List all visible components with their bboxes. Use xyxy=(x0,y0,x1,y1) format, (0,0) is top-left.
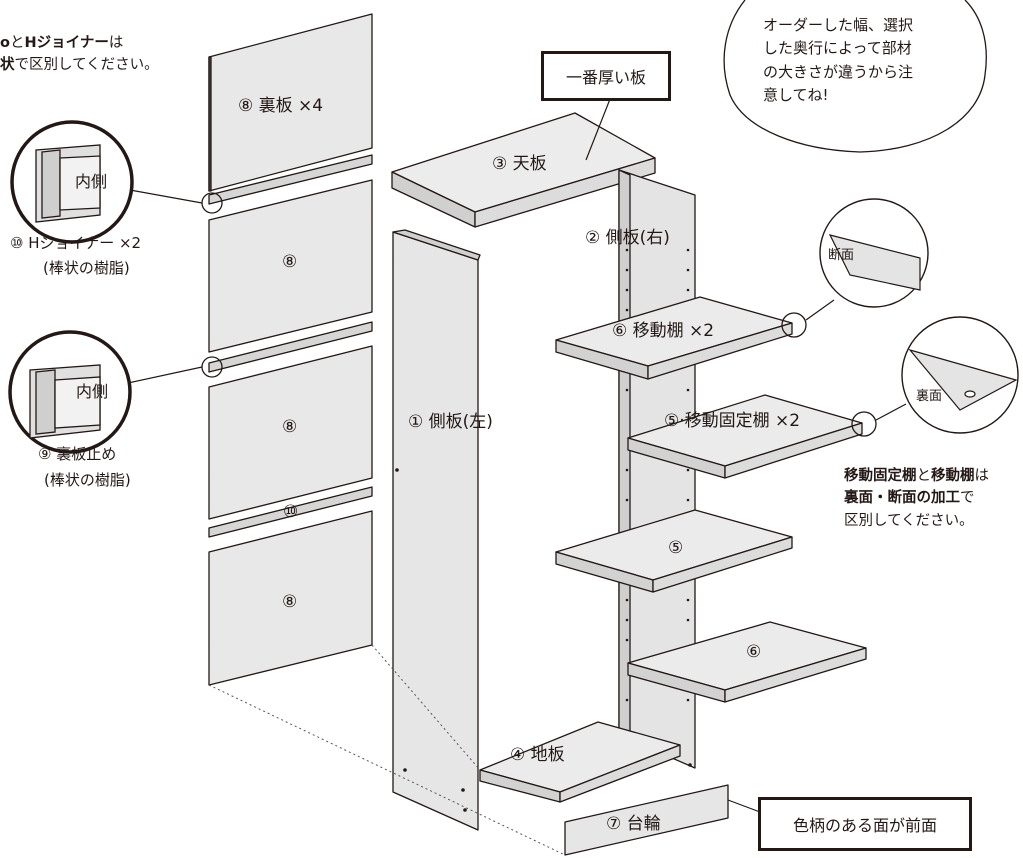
stopper-material: (棒状の樹脂) xyxy=(44,471,131,489)
stopper-inner-label: 内側 xyxy=(76,382,109,401)
joiner-strip-2 xyxy=(208,486,373,538)
base-board-label: ⑦ 台輪 xyxy=(606,814,661,834)
stopper-profile xyxy=(29,364,101,439)
guide-lines xyxy=(208,644,566,856)
back-panel-label-2: ⑧ xyxy=(282,252,298,272)
fixed-shelf-label: ⑤·移動固定棚 ×2 xyxy=(664,411,801,431)
top-board-label: ③ 天板 xyxy=(492,154,547,174)
shelf-distinction-note: 移動固定棚と移動棚は 裏面・断面の加工で 区別してください。 xyxy=(844,468,989,529)
front-face-callout: 色柄のある面が前面 xyxy=(758,797,972,851)
joiner-inner-label: 内側 xyxy=(75,172,108,191)
left-side-panel xyxy=(392,231,479,831)
left-side-label: ① 側板(左) xyxy=(408,412,493,432)
thickest-board-callout: 一番厚い板 xyxy=(541,51,671,101)
back-face-label: 裏面 xyxy=(916,389,943,404)
back-panel-label: ⑧ 裏板 ×4 xyxy=(238,96,324,116)
joiner-profile xyxy=(35,144,101,223)
stopper-strip xyxy=(208,321,373,373)
back-panel-2 xyxy=(208,179,373,353)
section-label: 断面 xyxy=(828,248,855,263)
speech-bubble xyxy=(723,0,987,153)
joiner-material: (棒状の樹脂) xyxy=(43,259,130,277)
leader-lines xyxy=(127,93,907,813)
shelf-5-label: ⑤ xyxy=(668,538,684,558)
right-side-label: ② 側板(右) xyxy=(585,228,670,248)
joiner-strip-1 xyxy=(208,154,373,205)
bottom-board-label: ④ 地板 xyxy=(510,745,565,765)
back-panel-label-4: ⑧ xyxy=(282,592,298,612)
back-panel-3 xyxy=(208,345,373,520)
shelf-pin-holes xyxy=(395,248,692,812)
bubble-text: オーダーした幅、選択 した奥行によって部材 の大きさが違うから注 意してね! xyxy=(763,16,914,104)
joiner-note: oとHジョイナーは 状で区別してください。 xyxy=(0,35,159,74)
base-board xyxy=(564,784,729,856)
shelf-6-label: ⑥ xyxy=(746,642,762,662)
back-panel-label-3: ⑧ xyxy=(282,417,298,437)
joiner-name: ⑩ Hジョイナー ×2 xyxy=(10,234,142,252)
joiner-mark-label: ⑩ xyxy=(283,502,299,522)
back-panel-column xyxy=(208,13,373,686)
stopper-name: ⑨ 裏板止め xyxy=(38,445,117,463)
movable-shelf-label: ⑥ 移動棚 ×2 xyxy=(612,321,715,341)
